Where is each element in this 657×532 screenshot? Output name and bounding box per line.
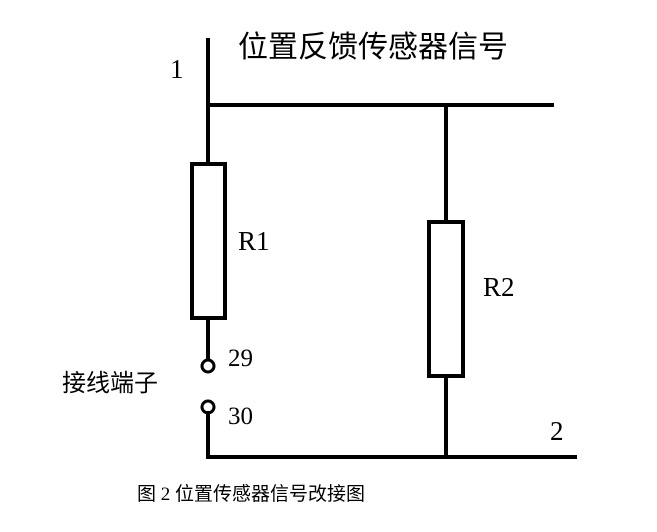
resistor-r2 bbox=[427, 220, 465, 378]
terminal-block-label: 接线端子 bbox=[62, 369, 158, 397]
node-1-label: 1 bbox=[170, 54, 184, 84]
signal-label: 位置反馈传感器信号 bbox=[238, 30, 508, 65]
terminal-29-label: 29 bbox=[228, 345, 253, 372]
node-2-label: 2 bbox=[550, 416, 564, 446]
resistor-r1 bbox=[190, 162, 227, 320]
resistor-r1-label: R1 bbox=[238, 226, 270, 256]
resistor-r2-label: R2 bbox=[483, 272, 515, 302]
terminal-29-icon bbox=[200, 358, 216, 374]
terminal-30-label: 30 bbox=[228, 403, 253, 430]
figure-caption: 图 2 位置传感器信号改接图 bbox=[137, 484, 366, 505]
